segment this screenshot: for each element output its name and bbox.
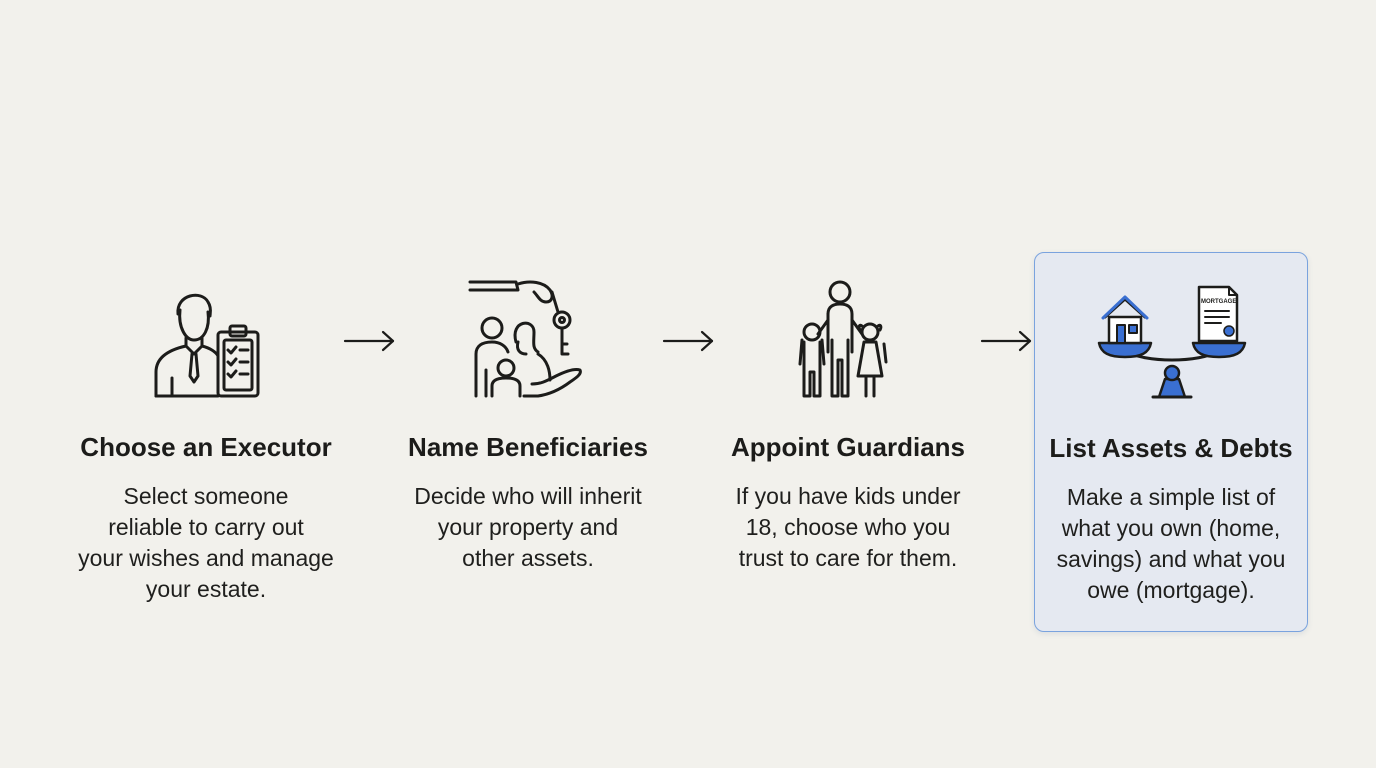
- desc-line: what you own (home,: [1061, 515, 1281, 541]
- step-choose-executor: Choose an Executor Select someone reliab…: [69, 252, 343, 632]
- family-key-icon: [468, 280, 588, 400]
- guardian-children-icon: [788, 280, 908, 400]
- desc-line: If you have kids under: [735, 483, 961, 509]
- desc-line: your estate.: [145, 576, 267, 602]
- assets-debts-scale-icon: MORTGAGE: [1095, 281, 1249, 401]
- desc-line: Decide who will inherit: [414, 483, 642, 509]
- arrow-right-icon: [980, 329, 1034, 353]
- desc-line: owe (mortgage).: [1087, 577, 1255, 603]
- desc-line: trust to care for them.: [738, 545, 958, 571]
- step-title: Appoint Guardians: [731, 432, 965, 462]
- step-appoint-guardians: Appoint Guardians If you have kids under…: [711, 252, 985, 632]
- step-title: Choose an Executor: [80, 432, 332, 462]
- arrow-right-icon: [662, 329, 716, 353]
- step-list-assets-debts: MORTGAGE List Assets & Debts Make a simp…: [1034, 252, 1308, 632]
- desc-line: Select someone: [123, 483, 289, 509]
- executor-clipboard-icon: [146, 280, 266, 400]
- document-label: MORTGAGE: [1201, 299, 1236, 305]
- desc-line: your wishes and manage: [78, 545, 334, 571]
- step-description: If you have kids under 18, choose who yo…: [711, 481, 985, 574]
- arrow-right-icon: [343, 329, 397, 353]
- step-description: Select someone reliable to carry out you…: [69, 481, 343, 605]
- step-description: Decide who will inherit your property an…: [391, 481, 665, 574]
- step-description: Make a simple list of what you own (home…: [1035, 482, 1307, 606]
- desc-line: Make a simple list of: [1066, 484, 1276, 510]
- desc-line: 18, choose who you: [745, 514, 951, 540]
- desc-line: other assets.: [462, 545, 594, 571]
- desc-line: savings) and what you: [1056, 546, 1286, 572]
- desc-line: reliable to carry out: [108, 514, 304, 540]
- desc-line: your property and: [437, 514, 619, 540]
- step-name-beneficiaries: Name Beneficiaries Decide who will inher…: [391, 252, 665, 632]
- step-title: Name Beneficiaries: [408, 432, 648, 462]
- step-title: List Assets & Debts: [1049, 433, 1293, 463]
